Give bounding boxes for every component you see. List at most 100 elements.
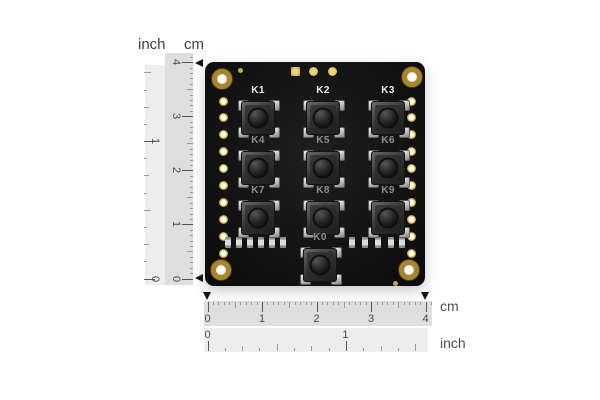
board-right-marker-icon <box>421 292 429 300</box>
smd-resistor <box>349 237 355 248</box>
vertical-cm-tick <box>190 181 193 183</box>
vertical-cm-ruler <box>165 53 193 285</box>
button-cap <box>247 157 269 179</box>
horizontal-inch-tick-label: 1 <box>342 329 349 341</box>
vertical-cm-tick <box>190 267 193 269</box>
smd-resistor <box>375 237 381 248</box>
vertical-cm-tick-label: 4 <box>170 59 182 66</box>
button-k3 <box>368 98 410 138</box>
smd-resistor <box>399 237 405 248</box>
horizontal-cm-tick <box>420 301 422 305</box>
horizontal-inch-tick <box>415 344 417 351</box>
through-hole <box>406 147 416 157</box>
vertical-ruler-inch-unit-label: inch <box>138 36 166 53</box>
through-hole <box>218 96 228 106</box>
vertical-cm-tick <box>190 164 193 166</box>
vertical-cm-tick <box>190 191 193 193</box>
button-k9 <box>368 198 410 238</box>
horizontal-cm-tick-label: 0 <box>204 313 211 325</box>
vertical-cm-tick <box>182 224 193 226</box>
button-k5 <box>303 148 345 188</box>
vertical-cm-tick <box>190 219 193 220</box>
vertical-cm-tick <box>190 127 193 128</box>
through-hole <box>218 113 228 123</box>
vertical-cm-tick <box>182 170 193 172</box>
horizontal-cm-tick <box>425 301 427 312</box>
button-cap <box>377 207 399 229</box>
button-k7 <box>238 198 280 238</box>
vertical-cm-tick <box>182 116 193 118</box>
button-cap <box>312 157 334 179</box>
horizontal-cm-tick <box>414 301 416 305</box>
vertical-inch-tick <box>144 244 149 246</box>
through-hole <box>406 248 416 258</box>
vertical-inch-tick-label: 0 <box>149 275 161 282</box>
horizontal-inch-tick <box>294 348 295 351</box>
horizontal-cm-tick-label: 1 <box>258 313 266 325</box>
vertical-cm-tick <box>187 143 193 145</box>
button-k8 <box>303 198 345 238</box>
horizontal-cm-tick <box>409 301 411 305</box>
horizontal-cm-tick <box>354 301 356 305</box>
horizontal-cm-tick <box>283 301 285 305</box>
vertical-cm-tick-label: 1 <box>170 221 182 228</box>
horizontal-cm-tick <box>343 301 345 308</box>
button-k1 <box>238 98 280 138</box>
mounting-hole <box>402 67 422 87</box>
board-top-marker-icon <box>195 58 203 67</box>
horizontal-cm-tick-label: 4 <box>422 313 429 325</box>
horizontal-cm-tick <box>229 301 231 305</box>
button-label-k4: K4 <box>251 135 265 146</box>
vertical-inch-tick-label: 1 <box>149 138 161 145</box>
through-hole <box>218 147 228 157</box>
horizontal-cm-tick <box>245 301 247 305</box>
vertical-cm-tick-label: 0 <box>170 275 182 282</box>
horizontal-inch-tick <box>242 346 244 351</box>
horizontal-ruler-inch-unit-label: inch <box>440 335 466 351</box>
vertical-cm-tick <box>190 256 193 258</box>
board-left-marker-icon <box>203 292 211 300</box>
connector-pad <box>327 67 337 76</box>
horizontal-inch-tick <box>380 346 382 351</box>
through-hole <box>218 181 228 190</box>
vertical-cm-tick <box>190 105 193 107</box>
horizontal-cm-tick <box>300 301 302 305</box>
horizontal-cm-tick-label: 3 <box>367 313 375 325</box>
horizontal-cm-tick <box>294 301 296 305</box>
horizontal-cm-tick <box>218 301 220 305</box>
connector-pad <box>290 67 300 76</box>
horizontal-inch-tick <box>207 341 209 351</box>
through-hole <box>218 164 228 174</box>
vertical-inch-ruler <box>145 65 165 285</box>
vertical-inch-tick <box>144 141 155 143</box>
vertical-cm-tick <box>190 186 193 188</box>
horizontal-cm-tick <box>272 301 274 305</box>
vertical-cm-tick <box>190 246 193 247</box>
through-hole <box>406 214 416 224</box>
vertical-cm-tick <box>190 235 193 237</box>
vertical-inch-tick <box>144 106 149 108</box>
horizontal-cm-ruler <box>204 301 432 326</box>
vertical-cm-tick <box>190 110 193 112</box>
button-label-k0: K0 <box>313 232 327 243</box>
connector-pad <box>308 67 318 76</box>
vertical-cm-tick <box>190 100 193 101</box>
vertical-cm-tick-label: 3 <box>170 113 182 120</box>
vertical-cm-tick <box>190 137 193 139</box>
vertical-cm-tick <box>190 83 193 85</box>
button-cap <box>377 157 399 179</box>
vertical-cm-tick <box>187 89 193 91</box>
button-label-k5: K5 <box>316 135 330 146</box>
horizontal-cm-tick <box>398 301 400 308</box>
vertical-inch-tick <box>144 89 147 91</box>
vertical-inch-tick <box>144 278 155 280</box>
board-bottom-marker-icon <box>195 274 203 282</box>
horizontal-cm-tick <box>267 301 269 305</box>
horizontal-cm-tick <box>376 301 378 305</box>
horizontal-cm-tick <box>365 301 367 305</box>
horizontal-inch-tick <box>259 348 261 351</box>
through-hole <box>218 231 228 241</box>
vertical-ruler-cm-unit-label: cm <box>184 36 204 53</box>
vertical-inch-tick <box>144 227 147 228</box>
